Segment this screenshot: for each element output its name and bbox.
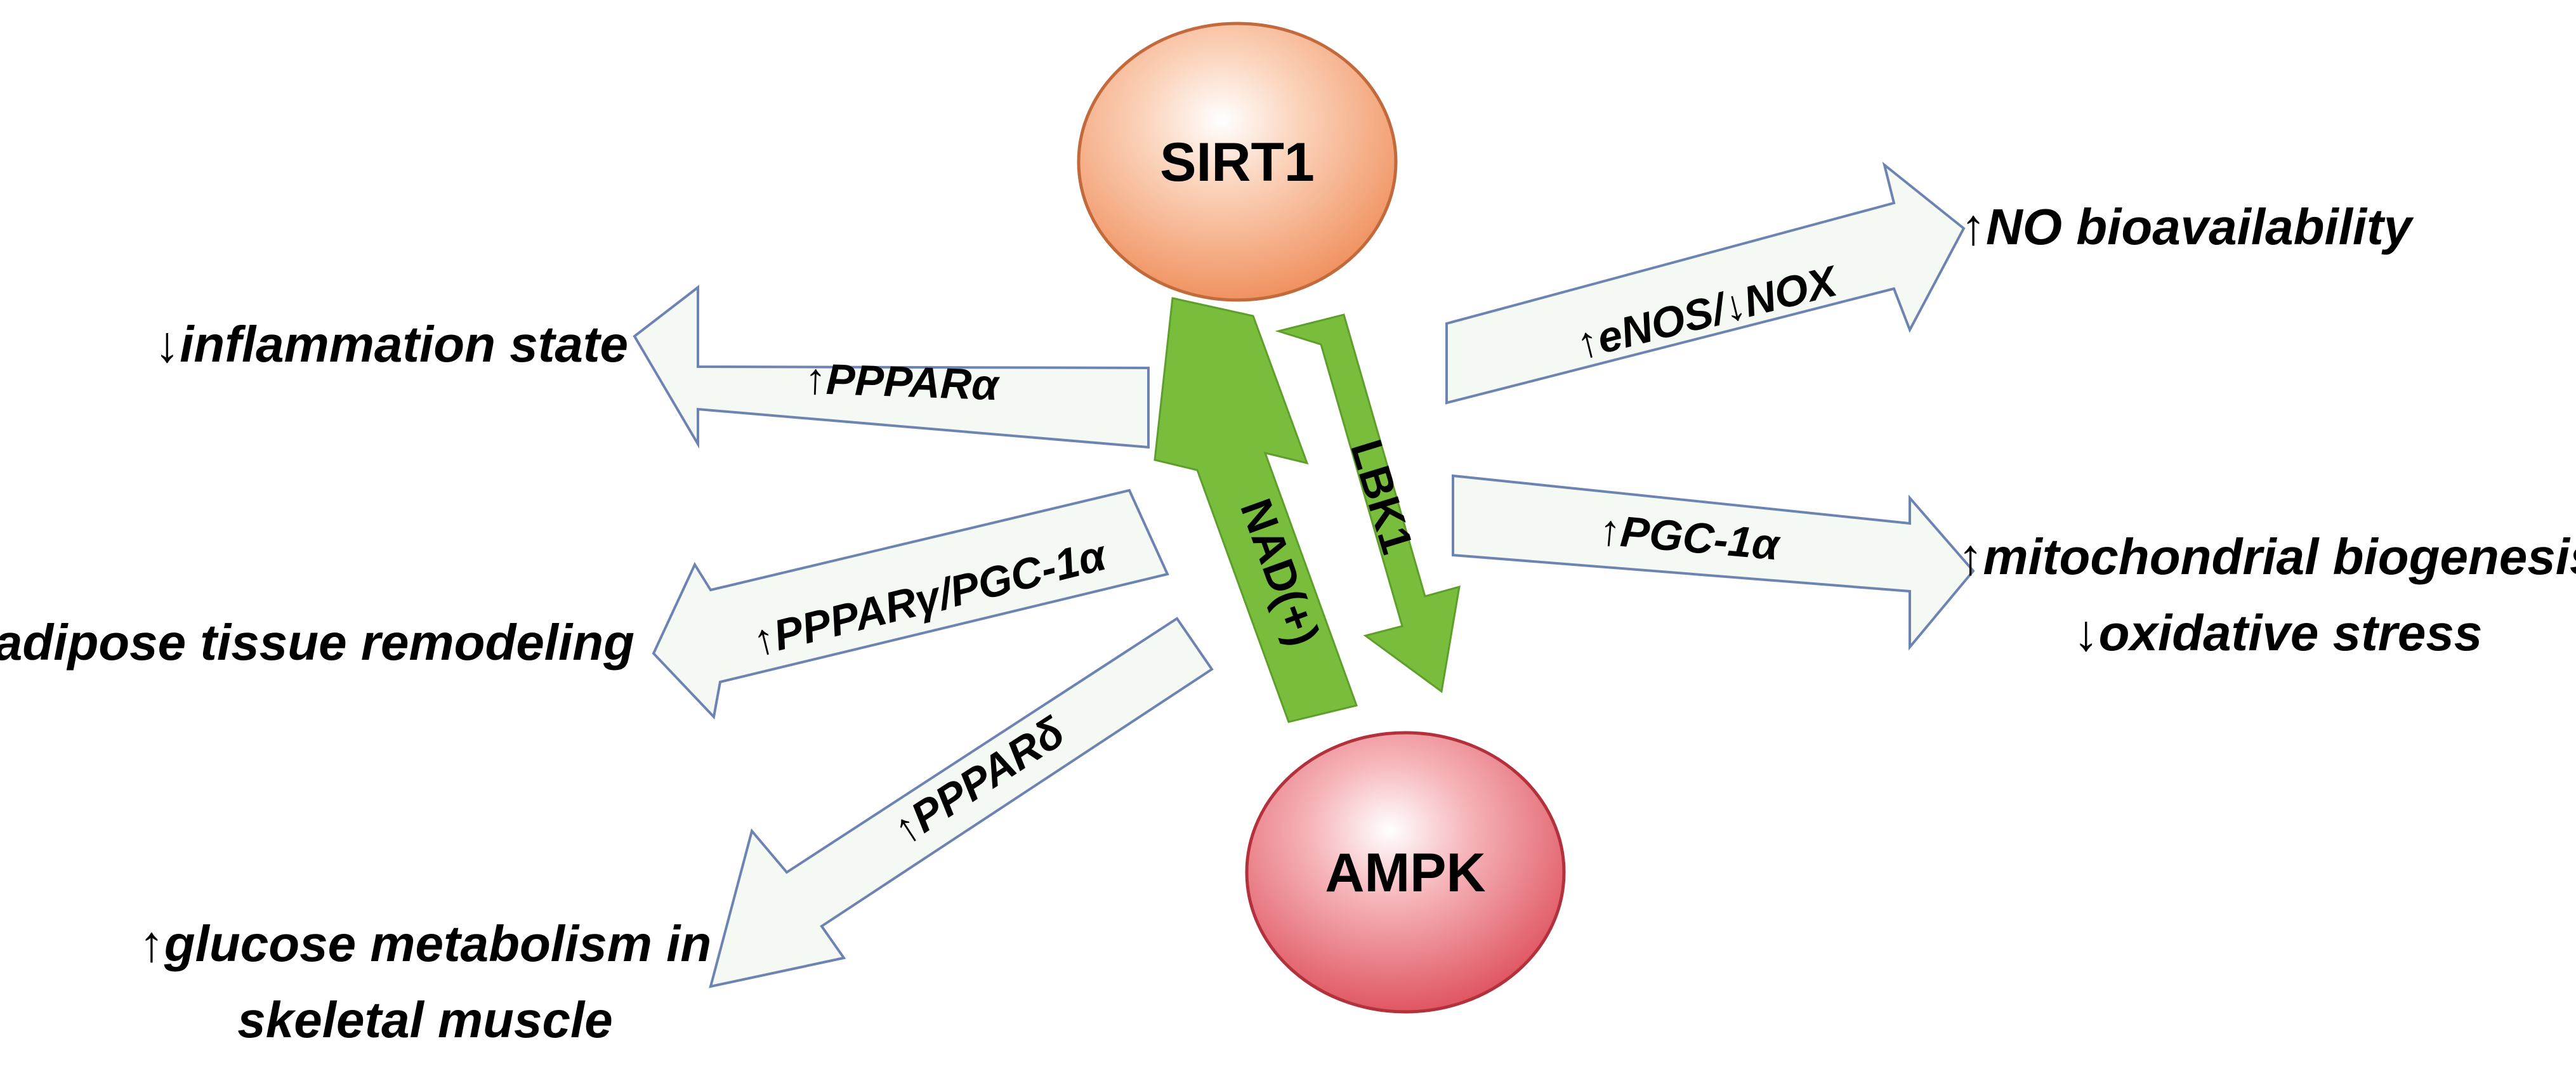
nad-arrow-shape [1153,297,1358,723]
ampk-ellipse [1245,731,1566,1014]
outcome-mito-line2: ↓oxidative stress [2073,605,2483,661]
ampk-label: AMPK [1325,842,1485,903]
ppara-arrow: ↑PPPARα [633,284,1150,449]
outcome-glucose-line2: skeletal muscle [237,992,612,1048]
pparg-arrow-shape [652,488,1169,720]
outcome-adipose: ↑ adipose tissue remodeling [0,614,634,671]
lbk1-label: LBK1 [1341,434,1423,560]
lbk1-arrow-shape [1275,313,1461,693]
ppara-arrow-shape [633,284,1150,449]
enos-arrow: ↑eNOS/↓NOX [1445,161,1966,405]
ppara-label: ↑PPPARα [804,355,1001,410]
pgc-arrow: ↑PGC-1α [1452,474,1975,651]
sirt1-label: SIRT1 [1160,132,1315,193]
outcome-glucose-line1: ↑glucose metabolism in [139,915,711,972]
outcome-inflammation: ↓inflammation state [154,316,628,372]
sirt1-node: SIRT1 [1077,22,1398,302]
outcome-mito-line1: ↑mitochondrial biogenesis [1957,528,2576,585]
enos-arrow-shape [1445,161,1966,405]
outcome-no-bioavailability: ↑NO bioavailability [1961,199,2414,255]
ppard-arrow: ↑PPPARδ [709,617,1214,988]
pgc-arrow-shape [1452,474,1975,651]
sirt1-ellipse [1077,22,1398,302]
ppard-arrow-shape [709,617,1214,988]
ampk-node: AMPK [1245,731,1566,1014]
